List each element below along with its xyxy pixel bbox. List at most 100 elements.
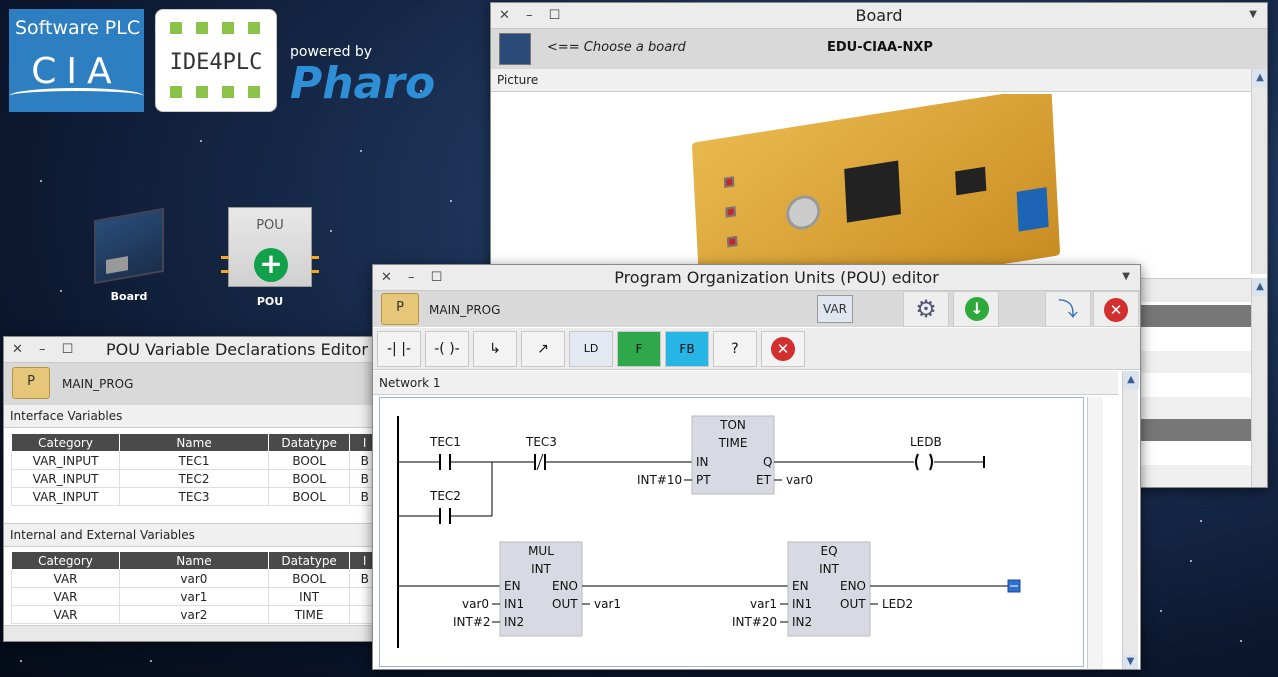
pou-button[interactable]: P — [12, 367, 50, 399]
contact-label: TEC1 — [429, 435, 461, 449]
scroll-up-icon[interactable]: ▲ — [1252, 278, 1267, 296]
mul-in1-value: var0 — [462, 597, 489, 611]
cell[interactable]: TEC2 — [119, 469, 269, 488]
delete-icon: ✕ — [771, 337, 795, 361]
contact-label: TEC3 — [525, 435, 557, 449]
board-list[interactable] — [1131, 303, 1251, 487]
mul-eno: ENO — [552, 579, 578, 593]
contact-tec2[interactable]: TEC2 — [429, 489, 461, 524]
mul-block[interactable]: MUL INT EN ENO IN1 OUT IN2 — [499, 541, 583, 637]
internal-header-label: Internal and External Variables — [10, 528, 195, 542]
powered-by-text: powered by — [290, 44, 373, 60]
cell[interactable]: VAR_INPUT — [10, 469, 121, 488]
scroll-down-icon[interactable]: ▼ — [1123, 655, 1138, 669]
tool-ld[interactable]: LD — [569, 331, 613, 367]
coil-ledb[interactable]: LEDB — [910, 435, 942, 471]
eq-block[interactable]: EQ INT EN ENO IN1 OUT IN2 — [787, 541, 871, 637]
interface-header: Interface Variables — [4, 405, 380, 428]
cell[interactable]: TIME — [267, 605, 351, 624]
tool-delete[interactable]: ✕ — [761, 331, 805, 367]
ladder-canvas[interactable]: TEC1 TEC3 TEC2 TON TIME IN — [379, 397, 1084, 667]
table-row[interactable]: VAR var2 TIME — [11, 605, 380, 624]
eq-in1: IN1 — [792, 597, 812, 611]
table-row[interactable]: VAR var1 INT — [11, 587, 380, 606]
table-row[interactable]: VAR var0 BOOL B — [11, 569, 380, 588]
var-button[interactable]: VAR — [817, 295, 853, 323]
scroll-up-icon[interactable]: ▲ — [1252, 69, 1267, 87]
download-button[interactable]: ↓ — [953, 291, 999, 327]
pou-editor-titlebar[interactable]: ✕ – ☐ Program Organization Units (POU) e… — [373, 265, 1140, 291]
board-list-scrollbar[interactable]: ▲ — [1251, 278, 1267, 487]
ton-pt-value: INT#10 — [637, 473, 682, 487]
horizontal-scrollbar[interactable] — [4, 625, 380, 641]
cell[interactable]: var0 — [119, 569, 269, 588]
cell[interactable]: TEC1 — [119, 451, 269, 470]
pou-editor-window: ✕ – ☐ Program Organization Units (POU) e… — [372, 264, 1141, 670]
window-controls[interactable]: ✕ – ☐ — [12, 342, 80, 357]
window-menu-icon[interactable]: ▼ — [1122, 271, 1130, 282]
var-editor-titlebar[interactable]: ✕ – ☐ POU Variable Declarations Editor — [4, 337, 380, 363]
col-datatype[interactable]: Datatype — [267, 551, 351, 570]
tool-branch-icon[interactable]: ↳ — [473, 331, 517, 367]
export-icon[interactable]: ⤵ — [1045, 291, 1091, 327]
eq-in1-value: var1 — [750, 597, 777, 611]
contact-tec3[interactable]: TEC3 — [525, 435, 557, 471]
internal-table: Category Name Datatype I VAR var0 BOOL B… — [11, 551, 380, 624]
cell[interactable]: var1 — [119, 587, 269, 606]
tool-coil[interactable]: -( )- — [425, 331, 469, 367]
tool-function[interactable]: F — [617, 331, 661, 367]
settings-gear-icon[interactable]: ⚙ — [903, 291, 949, 327]
contact-tec1[interactable]: TEC1 — [429, 435, 461, 470]
pou-button[interactable]: P — [381, 293, 419, 325]
scroll-up-icon[interactable]: ▲ — [1123, 371, 1139, 389]
board-titlebar[interactable]: ✕ – ☐ Board ▼ — [491, 3, 1267, 29]
col-datatype[interactable]: Datatype — [267, 433, 351, 452]
ladder-toolbar: -| |- -( )- ↳ ↗ LD F FB ? ✕ — [373, 328, 1140, 370]
inner-scrollbar[interactable] — [1087, 397, 1103, 669]
cell[interactable]: BOOL — [267, 469, 351, 488]
cia-logo-line1: Software PLC — [15, 17, 141, 39]
window-menu-icon[interactable]: ▼ — [1249, 9, 1257, 20]
cell[interactable]: VAR — [11, 605, 120, 624]
ton-in: IN — [696, 455, 709, 469]
ton-et: ET — [756, 473, 772, 487]
network-scrollbar[interactable]: ▲ ▼ — [1122, 371, 1139, 669]
tool-function-block[interactable]: FB — [665, 331, 709, 367]
pharo-logo: Pharo — [290, 58, 436, 109]
cell[interactable]: TEC3 — [119, 487, 269, 506]
eq-in2-value: INT#20 — [732, 615, 777, 629]
col-category[interactable]: Category — [10, 433, 121, 452]
table-row[interactable]: VAR_INPUT TEC3 BOOL B — [10, 487, 380, 506]
table-row[interactable]: VAR_INPUT TEC1 BOOL B — [10, 451, 380, 470]
desktop-board-icon[interactable]: Board — [92, 207, 166, 310]
mul-type: INT — [531, 562, 552, 576]
picture-scrollbar[interactable]: ▲ — [1251, 69, 1267, 274]
cell[interactable]: BOOL — [267, 487, 351, 506]
cia-logo: Software PLC CIA — [9, 9, 144, 112]
col-name[interactable]: Name — [119, 433, 269, 452]
window-controls[interactable]: ✕ – ☐ — [499, 8, 567, 23]
cell[interactable]: INT — [267, 587, 351, 606]
col-category[interactable]: Category — [11, 551, 120, 570]
ton-block[interactable]: TON TIME IN Q PT ET — [691, 415, 775, 495]
cell[interactable]: BOOL — [267, 451, 351, 470]
desktop-pou-icon[interactable]: POU + POU — [220, 207, 320, 312]
col-name[interactable]: Name — [119, 551, 269, 570]
board-thumbnail-button[interactable] — [499, 33, 531, 65]
table-row[interactable]: VAR_INPUT TEC2 BOOL B — [10, 469, 380, 488]
cell[interactable]: var2 — [119, 605, 269, 624]
cell[interactable]: VAR_INPUT — [10, 487, 121, 506]
tool-contact[interactable]: -| |- — [377, 331, 421, 367]
close-pou-button[interactable]: ✕ — [1093, 291, 1139, 327]
cell[interactable]: BOOL — [267, 569, 351, 588]
window-controls[interactable]: ✕ – ☐ — [381, 270, 449, 285]
pou-box-label: POU — [256, 218, 284, 233]
tool-branch-up-icon[interactable]: ↗ — [521, 331, 565, 367]
board-picture — [496, 94, 1244, 274]
mul-in2-value: INT#2 — [453, 615, 491, 629]
tool-jump[interactable]: ? — [713, 331, 757, 367]
cell[interactable]: VAR — [11, 569, 120, 588]
cell[interactable]: VAR — [11, 587, 120, 606]
ladder-diagram: TEC1 TEC3 TEC2 TON TIME IN — [397, 415, 1021, 648]
cell[interactable]: VAR_INPUT — [10, 451, 121, 470]
